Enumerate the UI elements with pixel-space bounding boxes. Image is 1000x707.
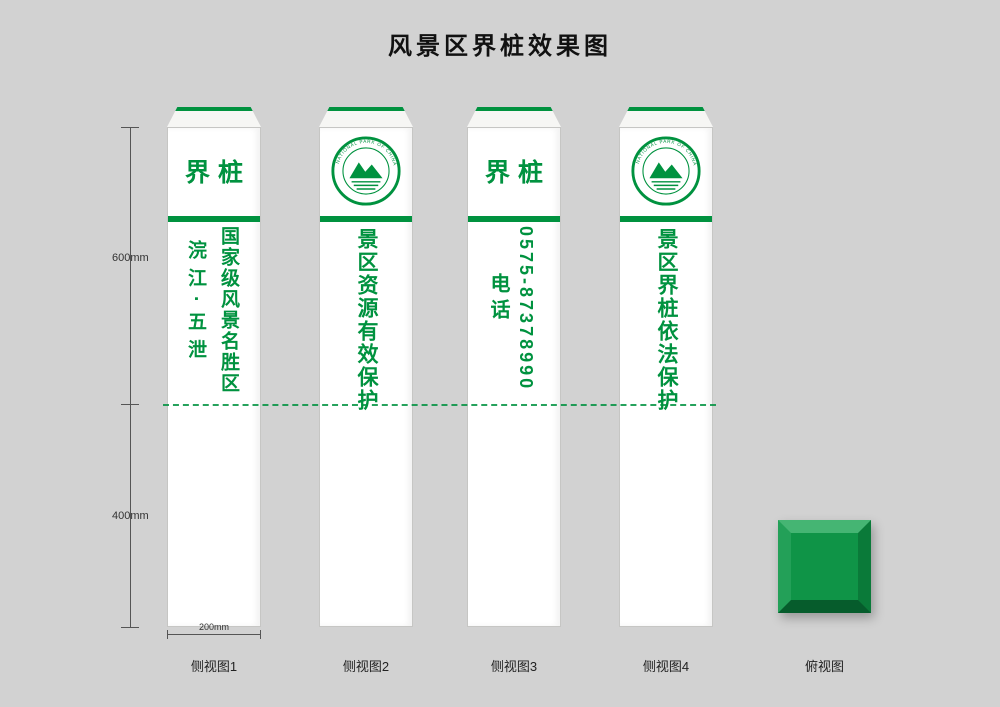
post-header: 界桩 bbox=[168, 128, 260, 214]
water-lines-icon bbox=[651, 181, 681, 190]
emblem-inner-ring bbox=[342, 147, 390, 195]
post-side-view-4: NATIONAL PARK OF CHINA 景区界桩依法保护 bbox=[619, 107, 713, 627]
scenic-area-emblem: NATIONAL PARK OF CHINA bbox=[631, 136, 701, 206]
post-body: 界桩 国家级风景名胜区 浣江·五泄 bbox=[167, 127, 261, 627]
post-header: NATIONAL PARK OF CHINA bbox=[320, 128, 412, 214]
post-header: 界桩 bbox=[468, 128, 560, 214]
green-divider bbox=[168, 216, 260, 222]
post-body: NATIONAL PARK OF CHINA 景区资源有效保护 bbox=[319, 127, 413, 627]
post-sub-text: 浣江·五泄 bbox=[185, 240, 206, 368]
dimension-tick-middle bbox=[121, 404, 139, 405]
page-title: 风景区界桩效果图 bbox=[388, 34, 612, 60]
view-label-side-4: 侧视图4 bbox=[642, 659, 690, 674]
post-cap bbox=[167, 107, 261, 127]
water-lines-icon bbox=[351, 181, 381, 190]
green-divider bbox=[620, 216, 712, 222]
emblem-inner-ring bbox=[642, 147, 690, 195]
post-body: NATIONAL PARK OF CHINA 景区界桩依法保护 bbox=[619, 127, 713, 627]
post-cap bbox=[619, 107, 713, 127]
scenic-area-emblem: NATIONAL PARK OF CHINA bbox=[331, 136, 401, 206]
post-main-text: 景区资源有效保护 bbox=[355, 228, 378, 412]
post-phone-number: 0575-87378990 bbox=[516, 226, 536, 392]
mountain-icon bbox=[649, 162, 683, 179]
dimension-width-tick-right bbox=[260, 630, 261, 639]
dimension-tick-bottom bbox=[121, 627, 139, 628]
post-side-view-2: NATIONAL PARK OF CHINA 景区资源有效保护 bbox=[319, 107, 413, 627]
post-side-view-1: 界桩 国家级风景名胜区 浣江·五泄 bbox=[167, 107, 261, 627]
top-view-square bbox=[778, 520, 871, 613]
post-main-text: 国家级风景名胜区 bbox=[218, 226, 239, 394]
post-header-text: 界桩 bbox=[184, 159, 251, 187]
dimension-width-tick-left bbox=[167, 630, 168, 639]
post-side-view-3: 界桩 0575-87378990 电话 bbox=[467, 107, 561, 627]
view-label-side-3: 侧视图3 bbox=[490, 659, 538, 674]
view-label-side-1: 侧视图1 bbox=[190, 659, 238, 674]
dimension-line-vertical bbox=[130, 127, 131, 627]
green-divider bbox=[468, 216, 560, 222]
dimension-label-200mm: 200mm bbox=[198, 622, 229, 632]
dimension-tick-top bbox=[121, 127, 139, 128]
post-phone-label: 电话 bbox=[487, 273, 509, 325]
post-cap bbox=[467, 107, 561, 127]
view-label-top: 俯视图 bbox=[804, 659, 844, 674]
post-main-text: 景区界桩依法保护 bbox=[655, 228, 678, 412]
dimension-label-400mm: 400mm bbox=[112, 510, 149, 522]
dimension-line-width bbox=[167, 634, 261, 635]
post-body: 界桩 0575-87378990 电话 bbox=[467, 127, 561, 627]
view-label-side-2: 侧视图2 bbox=[342, 659, 390, 674]
ground-line bbox=[163, 404, 716, 406]
dimension-label-600mm: 600mm bbox=[112, 252, 149, 264]
mountain-icon bbox=[349, 162, 383, 179]
post-cap bbox=[319, 107, 413, 127]
post-header: NATIONAL PARK OF CHINA bbox=[620, 128, 712, 214]
post-header-text: 界桩 bbox=[484, 159, 551, 187]
green-divider bbox=[320, 216, 412, 222]
